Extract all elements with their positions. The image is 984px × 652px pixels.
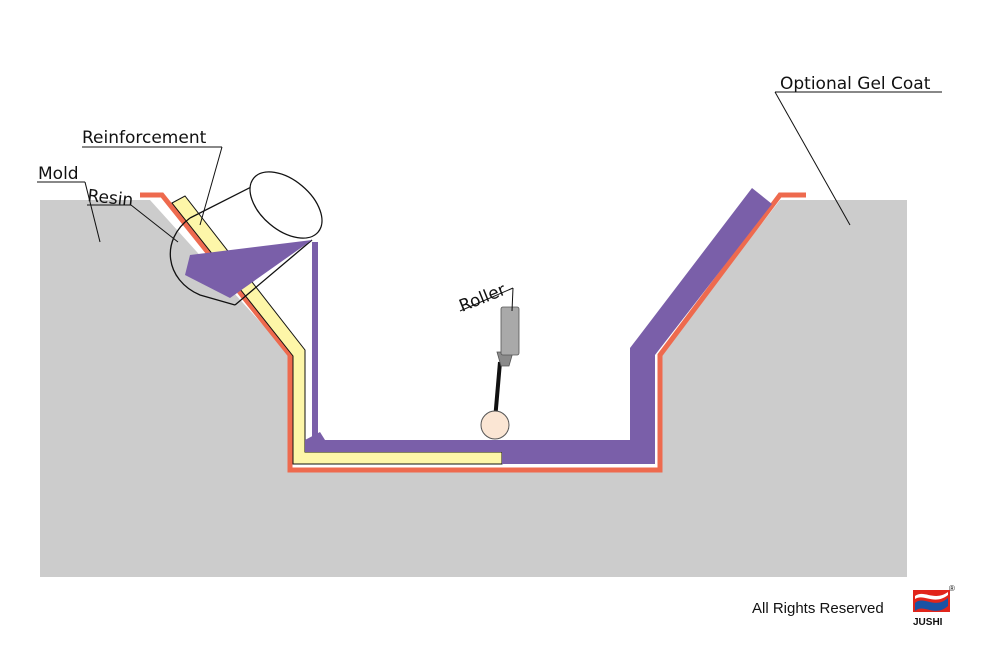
jushi-logo-icon: JUSHI ® [913,584,955,628]
rights-text: All Rights Reserved [752,600,884,617]
logo-registered-mark: ® [949,584,955,593]
label-resin: Resin [86,186,134,211]
resin-bucket-icon [169,171,323,306]
roller-tool-icon [480,306,520,440]
logo-text: JUSHI [913,617,943,628]
mold-block [40,200,907,577]
label-mold: Mold [38,164,79,184]
leader-lines [37,91,942,312]
gel-coat-layer [140,192,806,473]
label-reinforcement: Reinforcement [82,128,207,148]
label-optional-gel-coat: Optional Gel Coat [780,74,931,94]
resin-stream [312,242,318,440]
